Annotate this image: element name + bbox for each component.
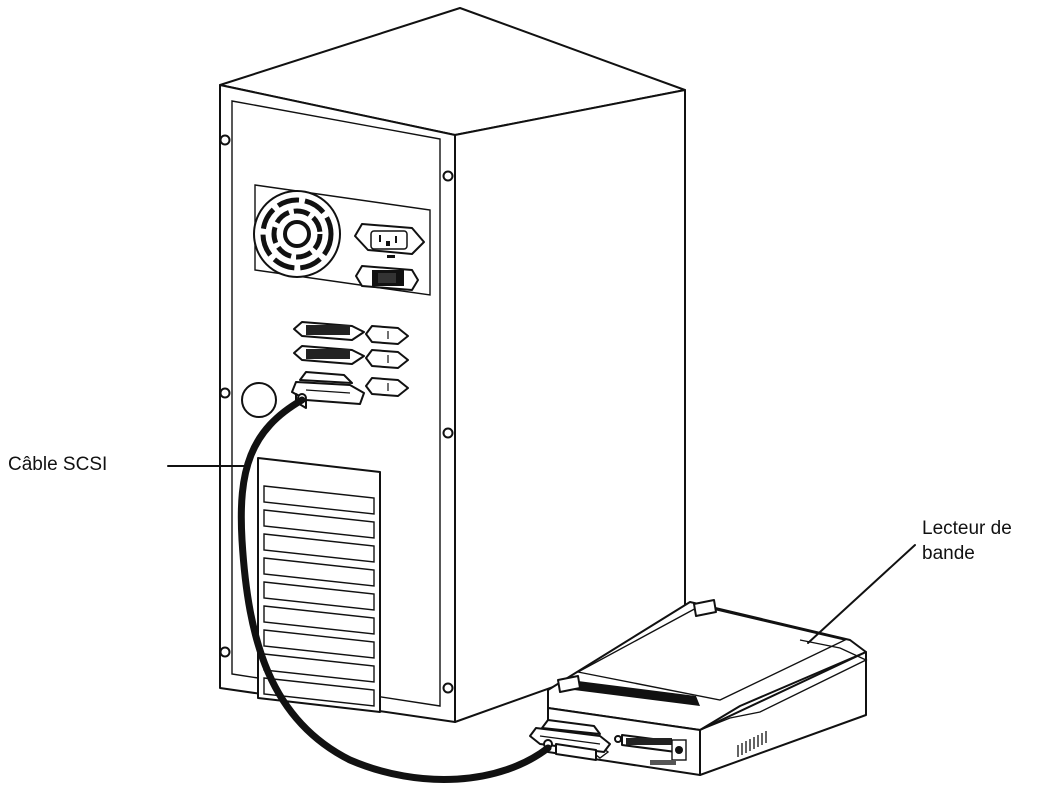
io-ports	[293, 321, 409, 397]
scsi-cable-label: Câble SCSI	[8, 453, 107, 477]
tape-drive-label-line2: bande	[922, 543, 975, 564]
tape-drive-label-line1: Lecteur de	[922, 518, 1012, 539]
scsi-connector-drive	[529, 719, 611, 761]
round-port-icon	[241, 382, 277, 418]
power-socket-icon	[354, 223, 425, 255]
tape-drive-vents	[737, 731, 767, 757]
power-supply	[253, 184, 431, 296]
tape-drive-label: Lecteur de bande	[922, 516, 1012, 566]
tape-drive	[529, 599, 868, 776]
voltage-switch-icon	[355, 265, 419, 291]
fan-icon	[253, 190, 341, 278]
computer-tower	[219, 7, 686, 723]
tape-drive-ports	[590, 734, 687, 765]
tower-screws	[219, 134, 454, 694]
scsi-cable	[237, 396, 552, 783]
tape-drive-leader-line	[807, 544, 916, 644]
tower-back-inner-frame	[231, 100, 441, 707]
expansion-slots	[257, 457, 381, 713]
scsi-cable-label-text: Câble SCSI	[8, 454, 108, 475]
